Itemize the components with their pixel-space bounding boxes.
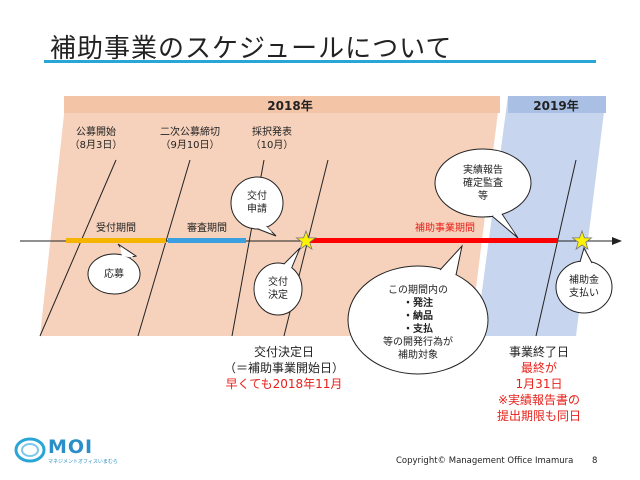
grant-decision-bubble-text: 交付 決定 <box>268 277 288 301</box>
grant-decision-note: 交付決定日 （＝補助事業開始日） 早くても2018年11月 <box>223 345 344 391</box>
timeline-arrowhead <box>612 237 622 245</box>
band-2018-header <box>64 96 500 113</box>
page-title: 補助事業のスケジュールについて <box>50 34 453 64</box>
payment-bubble <box>555 246 613 314</box>
project-period-label: 補助事業期間 <box>415 223 475 234</box>
payment-bubble-text: 補助金 支払い <box>569 275 599 299</box>
apply-bubble-text: 応募 <box>104 269 124 280</box>
project-end-note: 事業終了日 最終が 1月31日 ※実績報告書の 提出期限も同日 <box>496 345 581 423</box>
payment-star <box>571 229 593 251</box>
review-bar <box>168 238 246 243</box>
milestone-label-3: 採択発表 （10月） <box>250 127 294 151</box>
moi-logo-icon <box>14 437 46 463</box>
milestone-label-1: 公募開始 （8月3日） <box>69 127 123 151</box>
report-bubble <box>434 148 532 239</box>
logo-text: MOI <box>48 436 94 458</box>
scope-bubble <box>347 244 489 375</box>
receipt-bar <box>66 238 166 243</box>
apply-bubble <box>87 243 141 295</box>
grant-application-bubble <box>230 176 284 237</box>
grant-decision-bubble <box>253 247 303 316</box>
report-bubble-text: 実績報告 確定監査 等 <box>463 165 503 202</box>
grant-decision-star <box>295 229 317 251</box>
scope-bubble-text: この期間内の ・発注 ・納品 ・支払 等の開発行為が 補助対象 <box>383 285 453 361</box>
milestone-line-1 <box>39 159 117 337</box>
review-period-label: 審査期間 <box>187 223 227 234</box>
logo-subtext: マネジメントオフィスいまむら <box>48 459 118 465</box>
receipt-period-label: 受付期間 <box>96 223 136 234</box>
band-2019-header <box>508 96 606 113</box>
end-line <box>535 159 577 337</box>
title-underline <box>44 60 596 63</box>
grant-application-bubble-text: 交付 申請 <box>247 191 267 215</box>
milestone-line-2 <box>137 159 191 337</box>
page-number: 8 <box>592 456 598 466</box>
year-2019-label: 2019年 <box>533 99 579 113</box>
year-2018-label: 2018年 <box>267 99 313 113</box>
project-bar <box>310 238 558 243</box>
copyright: Copyright© Management Office Imamura <box>396 456 574 466</box>
milestone-label-2: 二次公募締切 （9月10日） <box>160 127 220 151</box>
